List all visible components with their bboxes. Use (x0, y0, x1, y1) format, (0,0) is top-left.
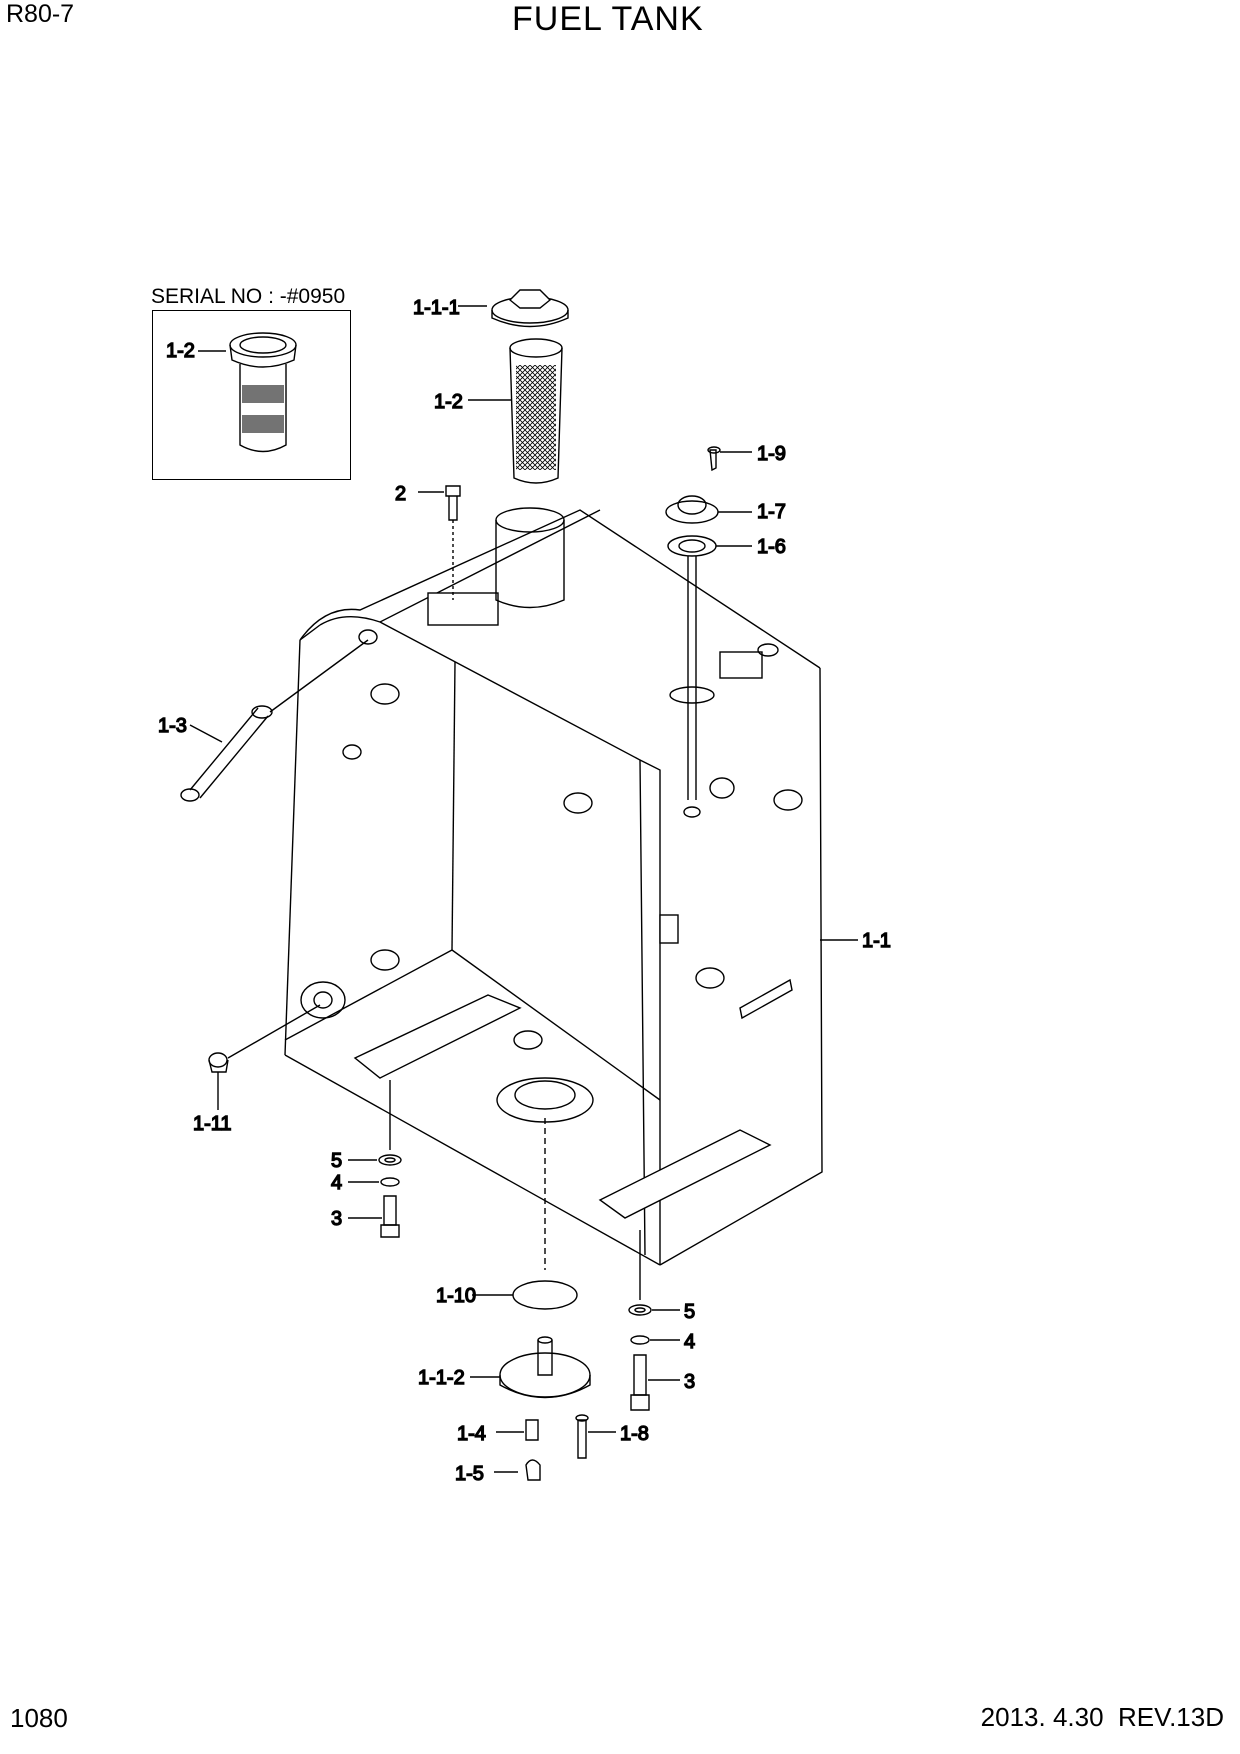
callout-1-7: 1-7 (757, 501, 786, 523)
model-code: R80-7 (6, 0, 75, 28)
bolt-2 (418, 485, 461, 600)
callout-4-left: 4 (331, 1172, 342, 1194)
page-title: FUEL TANK (512, 0, 704, 38)
callout-1-1: 1-1 (862, 930, 891, 952)
callout-inset-1-2: 1-2 (166, 340, 195, 362)
callout-1-5: 1-5 (455, 1463, 484, 1485)
serial-note: SERIAL NO : -#0950 (151, 285, 346, 308)
callout-1-1-1: 1-1-1 (413, 297, 460, 319)
inset-frame (152, 310, 351, 480)
callout-1-8: 1-8 (620, 1423, 649, 1445)
callout-1-9: 1-9 (757, 443, 786, 465)
callout-5-left: 5 (331, 1150, 342, 1172)
filler-cap (458, 289, 569, 328)
inset-strainer (198, 332, 297, 453)
callout-1-3: 1-3 (158, 715, 187, 737)
callout-4-right: 4 (684, 1331, 695, 1353)
callout-3-left: 3 (331, 1208, 342, 1230)
drain-plug (208, 1004, 321, 1110)
revision-date: 2013. 4.30 REV.13D (980, 1702, 1224, 1732)
page-number: 1080 (10, 1703, 68, 1733)
callout-1-11: 1-11 (193, 1113, 232, 1135)
callout-3-right: 3 (684, 1371, 695, 1393)
callout-1-10: 1-10 (436, 1285, 476, 1307)
callout-1-1-2: 1-1-2 (418, 1367, 465, 1389)
strainer (468, 338, 563, 484)
left-fastener-stack (348, 1080, 402, 1238)
level-gauge (665, 446, 752, 818)
drain-flange (470, 1118, 616, 1481)
callout-5-right: 5 (684, 1301, 695, 1323)
callout-1-2: 1-2 (434, 391, 463, 413)
right-fastener-stack (628, 1230, 680, 1411)
breather-hose (180, 639, 369, 802)
callout-1-6: 1-6 (757, 536, 786, 558)
fuel-tank-body (284, 507, 858, 1266)
callout-2: 2 (395, 483, 406, 505)
callout-1-4: 1-4 (457, 1423, 486, 1445)
